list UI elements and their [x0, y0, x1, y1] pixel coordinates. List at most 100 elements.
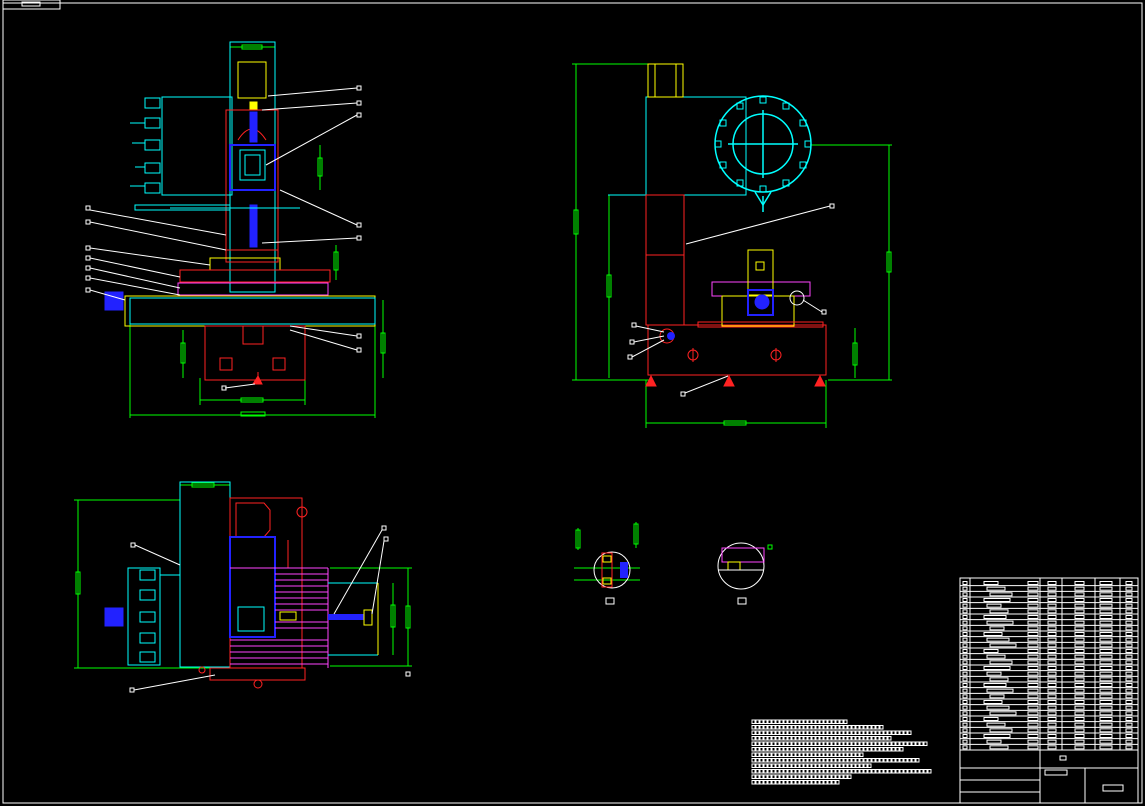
note-glyph	[779, 725, 784, 730]
note-glyph	[899, 741, 904, 746]
note-glyph	[819, 774, 824, 779]
note-glyph	[843, 736, 848, 741]
note-glyph	[843, 769, 848, 774]
parts-row-cell	[1047, 700, 1057, 704]
technical-notes-block	[751, 719, 932, 785]
parts-row-cell	[983, 615, 1007, 619]
parts-row-cell	[962, 632, 968, 636]
note-glyph	[775, 725, 780, 730]
note-glyph	[799, 741, 804, 746]
note-glyph	[795, 719, 800, 724]
note-glyph	[891, 747, 896, 752]
note-glyph	[751, 763, 756, 768]
note-glyph	[759, 736, 764, 741]
note-glyph	[887, 747, 892, 752]
note-glyph	[759, 752, 764, 757]
note-glyph	[831, 725, 836, 730]
note-glyph	[831, 774, 836, 779]
note-glyph	[851, 725, 856, 730]
note-glyph	[875, 769, 880, 774]
note-glyph	[763, 780, 768, 785]
parts-row-cell	[1074, 734, 1085, 738]
parts-row-cell	[1027, 683, 1039, 687]
title-block	[959, 577, 1139, 804]
note-glyph	[759, 769, 764, 774]
note-glyph	[811, 741, 816, 746]
parts-row-cell	[1074, 626, 1085, 631]
note-glyph	[819, 730, 824, 735]
parts-row-cell	[1125, 660, 1133, 665]
parts-row-cell	[1074, 700, 1085, 704]
parts-row-cell	[1027, 620, 1039, 625]
note-glyph	[879, 725, 884, 730]
note-glyph	[787, 741, 792, 746]
parts-row-cell	[962, 615, 968, 619]
note-glyph	[855, 736, 860, 741]
parts-row-cell	[1047, 728, 1057, 733]
note-glyph	[755, 758, 760, 763]
parts-row-cell	[1074, 615, 1085, 619]
parts-row-cell	[1074, 581, 1085, 585]
note-glyph	[795, 763, 800, 768]
parts-row-cell	[1099, 722, 1113, 727]
parts-row-cell	[1074, 728, 1085, 733]
parts-row-cell	[1027, 688, 1039, 693]
note-glyph	[763, 752, 768, 757]
note-glyph	[863, 747, 868, 752]
note-glyph	[819, 769, 824, 774]
parts-row-cell	[1125, 722, 1133, 727]
note-glyph	[803, 741, 808, 746]
parts-row-cell	[986, 671, 1002, 676]
parts-row-cell	[1099, 598, 1113, 602]
note-glyph	[791, 741, 796, 746]
note-glyph	[759, 730, 764, 735]
parts-row-cell	[1099, 739, 1113, 744]
parts-row-cell	[1074, 694, 1085, 699]
note-glyph	[767, 769, 772, 774]
parts-row-cell	[962, 620, 968, 625]
parts-row-cell	[1099, 626, 1113, 631]
note-glyph	[771, 719, 776, 724]
parts-row-cell	[962, 598, 968, 602]
note-glyph	[843, 752, 848, 757]
note-glyph	[847, 736, 852, 741]
top-column	[198, 497, 308, 689]
note-glyph	[779, 719, 784, 724]
note-glyph	[775, 752, 780, 757]
parts-row-cell	[1099, 603, 1113, 608]
note-glyph	[763, 747, 768, 752]
note-glyph	[835, 780, 840, 785]
parts-row-cell	[1047, 694, 1057, 699]
note-glyph	[819, 758, 824, 763]
parts-row-cell	[962, 745, 968, 750]
note-glyph	[795, 730, 800, 735]
note-glyph	[911, 741, 916, 746]
note-glyph	[775, 774, 780, 779]
note-glyph	[763, 730, 768, 735]
parts-row-cell	[983, 666, 1011, 670]
note-glyph	[803, 730, 808, 735]
note-glyph	[851, 741, 856, 746]
note-glyph	[827, 719, 832, 724]
note-glyph	[763, 763, 768, 768]
note-glyph	[875, 741, 880, 746]
parts-row-cell	[1099, 683, 1113, 687]
parts-row-cell	[962, 637, 968, 642]
note-glyph	[751, 774, 756, 779]
note-glyph	[859, 758, 864, 763]
note-glyph	[903, 741, 908, 746]
parts-row-cell	[1027, 654, 1039, 659]
note-glyph	[815, 736, 820, 741]
note-glyph	[795, 725, 800, 730]
note-glyph	[779, 741, 784, 746]
note-glyph	[799, 774, 804, 779]
parts-row-cell	[1099, 728, 1113, 733]
note-glyph	[803, 769, 808, 774]
parts-row-cell	[962, 734, 968, 738]
top-dimensions	[74, 482, 412, 669]
parts-row-cell	[1099, 632, 1113, 636]
note-glyph	[807, 719, 812, 724]
note-glyph	[783, 774, 788, 779]
note-glyph	[831, 769, 836, 774]
note-glyph	[855, 730, 860, 735]
